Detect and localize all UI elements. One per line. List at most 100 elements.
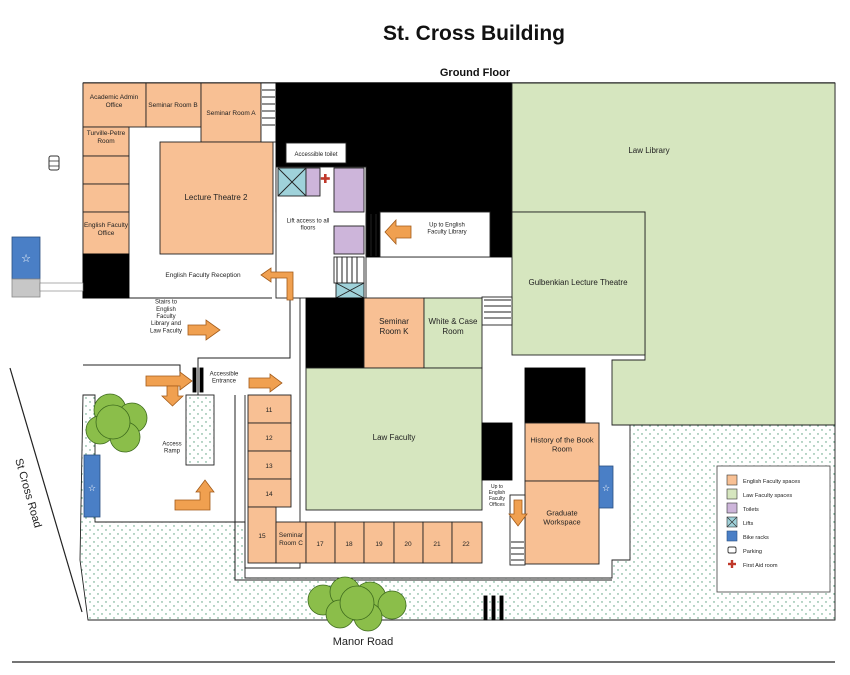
english-faculty-room [82,155,130,185]
room-12-label: 12 [265,435,273,442]
floor-label: Ground Floor [440,67,511,79]
seminar-room-c [275,521,307,564]
legend-label: First Aid room [743,563,778,569]
lecture-theatre-2 [159,141,274,255]
law-faculty-label: Law Faculty [373,433,416,442]
parking-area [11,278,41,298]
gulbenkian-label: Gulbenkian Lecture Theatre [528,278,628,287]
bike-rack [11,236,41,280]
direction-arrow [145,371,193,391]
car-icon [48,155,60,171]
gulbenkian-lecture-theatre [511,211,646,356]
room-18-label: 18 [345,541,353,548]
legend-swatch [726,502,738,514]
law-faculty [305,367,483,511]
history-of-the-book-room [524,422,600,482]
room-20 [393,521,424,564]
entrance-pillar [483,595,488,621]
room-11-label: 11 [266,407,273,414]
bike-icon: ☆ [88,483,96,493]
stairs [511,541,524,561]
entrance-pillar [192,367,197,393]
legend-label: Law Faculty spaces [743,493,792,499]
tree [85,393,148,453]
legend-label: Lifts [743,521,753,527]
accessible-toilet-label-box [285,142,347,164]
legend-label: English Faculty spaces [743,479,800,485]
direction-arrow [161,385,184,407]
road-edge [9,367,83,613]
seminar-room-b [145,82,202,128]
room-14-label: 14 [265,491,273,498]
legend-swatch [726,488,738,500]
room-15-label: 15 [258,533,266,540]
room-12 [247,422,292,452]
direction-arrow [260,267,294,301]
lecture-theatre-2-label: Lecture Theatre 2 [184,193,248,202]
english-faculty-office [82,211,130,255]
direction-arrow [508,499,528,527]
lift-icon-cross [726,516,738,528]
law-library-label: Law Library [628,146,669,155]
stairs [484,299,511,319]
reception-label: English Faculty Reception [165,272,241,279]
bike-rack [83,454,101,518]
first-aid-icon [320,174,330,183]
room-21-label: 21 [433,541,441,548]
entrance-pillar [199,367,204,393]
seminar-room-k [363,297,425,369]
legend-label: Parking [743,549,762,555]
page-title: St. Cross Building [383,22,565,45]
stairs [336,257,358,283]
bike-icon: ☆ [602,483,610,493]
bike-icon [726,530,738,542]
seminar-room-a [200,82,262,143]
stairs [365,214,377,256]
grounds [79,394,836,621]
service-block [82,253,130,299]
direction-arrow [174,479,215,511]
room-21 [422,521,453,564]
room-19 [363,521,395,564]
driveway [39,282,84,292]
accessible-toilet [305,167,321,197]
room-15 [247,506,277,564]
entrance-pillar [491,595,496,621]
direction-arrow [248,373,283,393]
first-aid-icon-bar [728,562,736,566]
direction-arrow [187,319,221,341]
legend-box [716,465,831,593]
legend-label: Bike racks [743,535,769,541]
stairs [333,256,365,284]
stairwell [260,82,277,143]
direction-arrow [384,218,412,246]
seminar-room-b-label: Seminar Room B [148,102,198,109]
room-22 [451,521,483,564]
corridor [481,296,513,326]
accessible-toilet-label: Accessible toilet [294,152,337,158]
bike-rack [598,465,614,509]
graduate-workspace [524,480,600,565]
room-19-label: 19 [375,541,383,548]
room-11 [247,394,292,424]
car-icon [727,546,737,554]
manor-road-label: Manor Road [333,636,394,648]
room-22-label: 22 [462,541,470,548]
toilet [333,225,365,255]
stairs [262,89,275,126]
legend-swatch [726,474,738,486]
